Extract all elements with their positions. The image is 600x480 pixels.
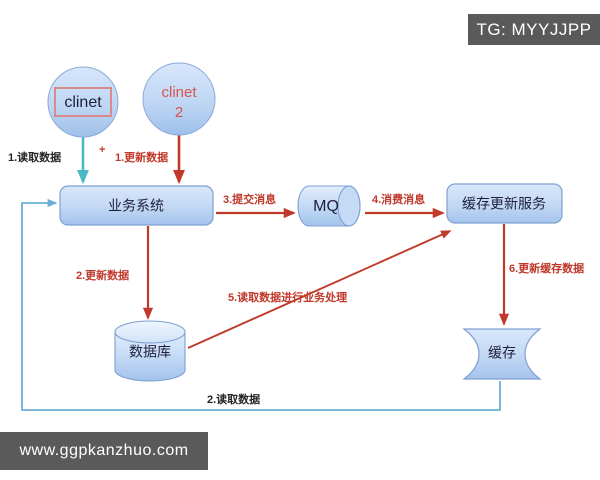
node-business-system-label: 业务系统 xyxy=(108,198,164,214)
edge-label-read-data-2: 2.读取数据 xyxy=(207,392,260,406)
edge-label-plus: + xyxy=(99,144,105,156)
edge-label-update-data-1: 1.更新数据 xyxy=(115,150,168,164)
node-business-system[interactable]: 业务系统 xyxy=(59,185,214,226)
node-cache[interactable]: 缓存 xyxy=(462,328,542,380)
node-database-label: 数据库 xyxy=(129,344,171,360)
edge-database-to-cache-service xyxy=(187,230,452,349)
node-client1[interactable]: clinet xyxy=(47,66,119,138)
edge-label-update-cache-data: 6.更新缓存数据 xyxy=(509,261,584,275)
node-client2-label-line1: clinet xyxy=(161,84,197,101)
node-cache-update-service[interactable]: 缓存更新服务 xyxy=(446,183,563,224)
edge-label-read-data-1: 1.读取数据 xyxy=(8,150,61,164)
node-cache-update-service-label: 缓存更新服务 xyxy=(462,196,546,212)
edge-label-read-data-business: 5.读取数据进行业务处理 xyxy=(228,290,347,304)
node-client2-label-line2: 2 xyxy=(175,104,183,121)
node-client1-label: clinet xyxy=(64,94,102,111)
edge-cache-to-business xyxy=(21,198,501,411)
node-mq[interactable]: MQ xyxy=(297,185,361,227)
watermark-top-right: TG: MYYJJPP xyxy=(468,14,600,45)
edge-label-update-data-2: 2.更新数据 xyxy=(76,268,129,282)
node-cache-label: 缓存 xyxy=(488,345,516,361)
edge-label-consume-message: 4.消费消息 xyxy=(372,192,425,206)
watermark-bottom-left: www.ggpkanzhuo.com xyxy=(0,432,208,470)
node-client2[interactable]: clinet 2 xyxy=(142,62,216,136)
edge-label-submit-message: 3.提交消息 xyxy=(223,192,276,206)
node-mq-label: MQ xyxy=(313,198,339,215)
node-database[interactable]: 数据库 xyxy=(114,320,186,382)
